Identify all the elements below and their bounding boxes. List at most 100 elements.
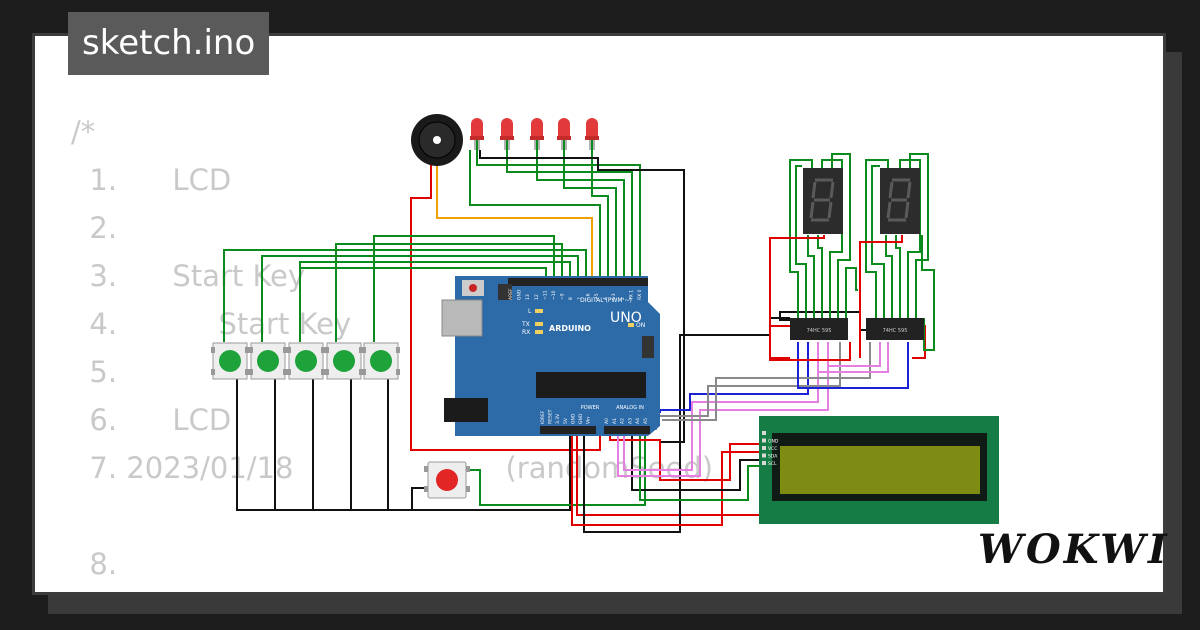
power-jack bbox=[444, 398, 488, 422]
led bbox=[557, 118, 571, 150]
wire-reg-red bbox=[769, 325, 851, 361]
shift-register-2-label: 74HC 595 bbox=[883, 328, 908, 334]
pin-label: A2 bbox=[620, 418, 626, 424]
pin-label: ~11 bbox=[542, 290, 548, 300]
pin-label: A3 bbox=[627, 418, 633, 424]
wire-seg2-d bbox=[895, 235, 901, 318]
shift-register-2: 74HC 595 bbox=[866, 318, 924, 340]
code-line: 4. Start Key bbox=[71, 307, 352, 341]
pin-label: ~9 bbox=[560, 293, 566, 300]
wire-seg1-d bbox=[817, 235, 823, 318]
code-line: 6. LCD bbox=[71, 403, 232, 437]
pin-label: 5V bbox=[563, 417, 569, 424]
wires bbox=[223, 138, 935, 533]
wire-lcd-gnd bbox=[609, 430, 770, 481]
wire-seg2-b bbox=[871, 165, 885, 318]
led bbox=[585, 118, 599, 150]
wire-reg-blue bbox=[797, 342, 909, 389]
wire-seg2-f bbox=[909, 153, 929, 318]
pin-label: A1 bbox=[612, 418, 618, 424]
led bbox=[470, 118, 484, 150]
pin-label: AREF bbox=[508, 288, 514, 300]
code-line: 1. LCD bbox=[71, 163, 232, 197]
wire-btn5 bbox=[373, 235, 555, 342]
led bbox=[530, 118, 544, 150]
wire-seg1-b bbox=[795, 165, 807, 318]
wire-led1 bbox=[476, 140, 641, 282]
wire-pink1 bbox=[617, 342, 829, 477]
push-buttons bbox=[211, 342, 400, 380]
pin-label: ~6 bbox=[585, 293, 591, 300]
lcd-pin-label: SDA bbox=[768, 454, 778, 460]
arduino-uno: ARDUINO UNO DIGITAL (PWM ~) ANALOG IN PO… bbox=[441, 276, 660, 436]
pin-label: 12 bbox=[534, 294, 540, 300]
wire-reg-black bbox=[779, 311, 868, 331]
usb-port bbox=[441, 299, 483, 337]
push-button[interactable] bbox=[362, 342, 400, 380]
uno-label: UNO bbox=[610, 310, 642, 326]
seven-segment-display-2 bbox=[880, 168, 920, 234]
wire-seg2-a bbox=[865, 159, 889, 318]
led-tx-label: TX bbox=[521, 321, 530, 328]
pin-label: RX 0 bbox=[637, 289, 643, 300]
wire-reg-pink bbox=[817, 342, 889, 373]
code-line: 8. bbox=[71, 547, 118, 581]
analog-header bbox=[604, 426, 650, 434]
wire-seg-common2 bbox=[859, 235, 903, 358]
pin-label: A5 bbox=[643, 418, 649, 424]
lcd-pin-label: GND bbox=[768, 439, 779, 445]
wire-seg2-g bbox=[921, 235, 935, 351]
led bbox=[500, 118, 514, 150]
wire-btn2 bbox=[261, 255, 579, 342]
pin-label: GND bbox=[570, 413, 576, 424]
wire-buzzer-orange bbox=[436, 165, 593, 282]
pin-label: 7 bbox=[577, 297, 583, 300]
wire-seg1-f bbox=[831, 153, 851, 318]
lcd-pin bbox=[762, 453, 766, 458]
shift-register-1-label: 74HC 595 bbox=[807, 328, 832, 334]
shift-register-1: 74HC 595 bbox=[790, 318, 848, 340]
wire-btn4 bbox=[335, 243, 563, 342]
digital-label: DIGITAL (PWM ~) bbox=[580, 297, 632, 304]
wire-power-red2 bbox=[571, 430, 770, 526]
led-l-label: L bbox=[528, 308, 532, 315]
wire-pink2 bbox=[623, 342, 819, 471]
push-button[interactable] bbox=[325, 342, 363, 380]
lcd-pin bbox=[762, 461, 766, 465]
wire-btn1 bbox=[223, 249, 587, 342]
wire-led5 bbox=[591, 138, 609, 282]
digital-header bbox=[508, 278, 648, 286]
pin-label: A0 bbox=[604, 418, 610, 424]
wire-led3 bbox=[536, 138, 625, 282]
start-button[interactable] bbox=[424, 461, 470, 499]
pin-label: 8 bbox=[568, 297, 574, 300]
pin-label: GND bbox=[578, 413, 584, 424]
code-line: 7. 2023/01/18 (randomSeed) bbox=[71, 451, 714, 485]
wire-seg-common bbox=[769, 235, 825, 359]
pin-label: ~3 bbox=[611, 293, 617, 300]
code-line: /* bbox=[71, 115, 96, 149]
push-button[interactable] bbox=[211, 342, 249, 380]
lcd-pin bbox=[762, 438, 766, 443]
wire-btn-gnd bbox=[236, 378, 571, 511]
wire-seg1-c bbox=[807, 235, 815, 318]
arduino-logo-text: ARDUINO bbox=[549, 324, 591, 333]
pin-label: GND bbox=[517, 289, 523, 300]
buzzer[interactable] bbox=[411, 114, 463, 166]
power-label: POWER bbox=[581, 405, 600, 411]
seven-segment-display-1 bbox=[803, 168, 843, 234]
pin-label: A4 bbox=[635, 418, 641, 424]
wire-buzzer-red bbox=[410, 165, 601, 451]
wire-seg1-g bbox=[845, 267, 858, 318]
wire-led4 bbox=[563, 138, 617, 282]
pin-label: 13 bbox=[525, 294, 531, 300]
push-button[interactable] bbox=[249, 342, 287, 380]
lcd-pin bbox=[762, 446, 766, 450]
push-button[interactable] bbox=[287, 342, 325, 380]
pin-label: 3.3V bbox=[555, 413, 561, 424]
